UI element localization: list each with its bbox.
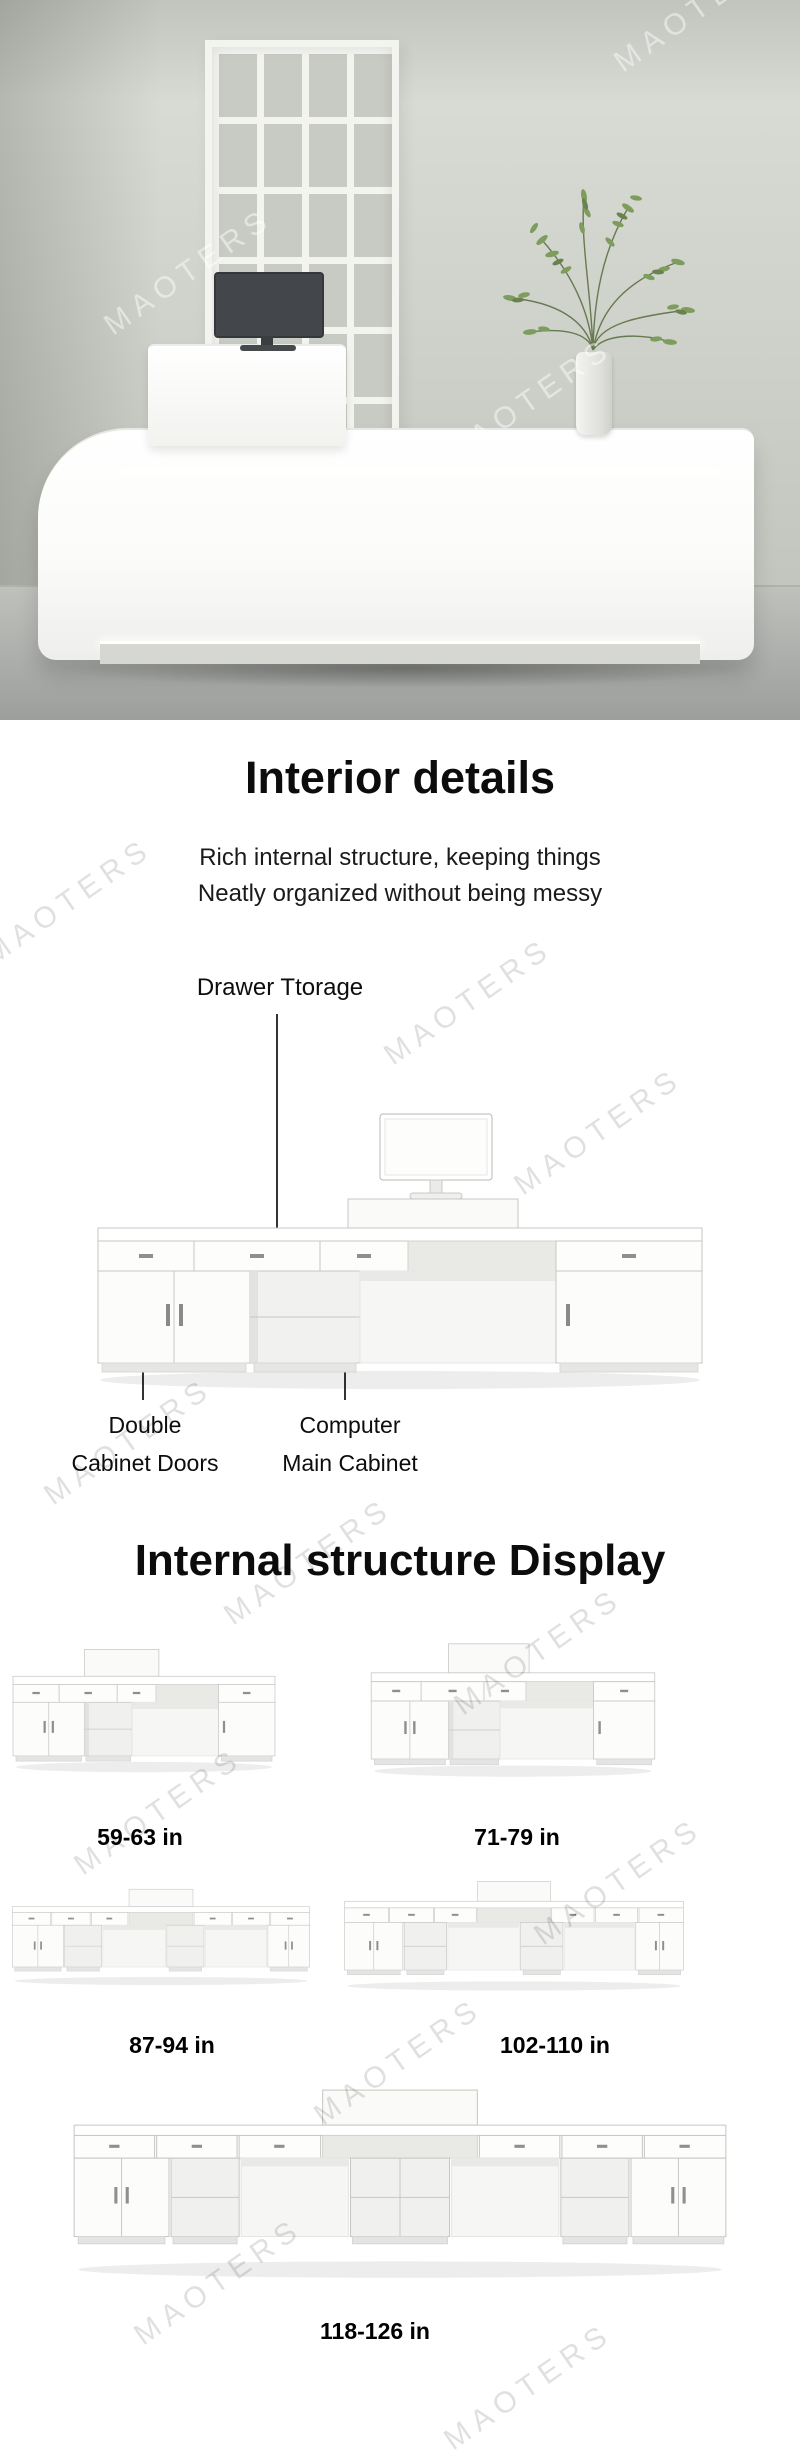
desk-counter-riser [148, 344, 346, 446]
variant-thumb-71-79 [368, 1642, 658, 1781]
variant-thumb-87-94 [10, 1888, 312, 1988]
callout-doors-line-1: Double [108, 1412, 182, 1438]
plinth-led-strip [100, 641, 700, 645]
variant-size-label: 71-79 in [474, 1824, 560, 1850]
internal-structure-title: Internal structure Display [134, 1536, 666, 1585]
diagram-drawers [97, 1240, 703, 1272]
callout-line-drawer [276, 1014, 278, 1246]
variant-size-label: 102-110 in [500, 2032, 610, 2058]
interior-details-subtitle: Rich internal structure, keeping things … [0, 840, 800, 912]
subtitle-line-1: Rich internal structure, keeping things [199, 844, 601, 871]
callout-drawer-storage: Drawer Ttorage [196, 974, 364, 1001]
plant-leaves [503, 189, 695, 345]
diagram-monitor [379, 1113, 493, 1200]
watermark: MAOTERS [378, 931, 559, 1072]
desk-plinth [100, 644, 700, 664]
subtitle-line-2: Neatly organized without being messy [197, 880, 603, 907]
plant [503, 189, 695, 351]
variant-thumb-102-110 [342, 1880, 686, 1994]
variant-size-label: 118-126 in [320, 2318, 430, 2344]
callout-computer-line-1: Computer [299, 1412, 401, 1438]
callout-double-cabinet-doors: Double Cabinet Doors [40, 1406, 250, 1482]
variant-size-label: 87-94 in [129, 2032, 215, 2058]
variant-thumb-118-126 [70, 2088, 730, 2284]
desk-diagram [97, 1113, 703, 1389]
monitor [214, 272, 324, 338]
diagram-cabinets [97, 1270, 703, 1364]
callout-doors-line-2: Cabinet Doors [71, 1450, 219, 1476]
interior-details-title: Interior details [244, 752, 556, 803]
plant-leaves-dark [512, 198, 687, 315]
diagram-riser [347, 1198, 519, 1229]
reception-desk [38, 428, 754, 660]
callout-computer-line-2: Main Cabinet [282, 1450, 418, 1476]
monitor-base [240, 345, 296, 351]
vase [576, 352, 612, 435]
callout-computer-main-cabinet: Computer Main Cabinet [240, 1406, 460, 1482]
diagram-plinths [101, 1362, 699, 1373]
diagram-countertop [97, 1227, 703, 1242]
variant-thumb-59-63 [10, 1648, 278, 1776]
hero-photo [0, 0, 800, 720]
desk-led-strip [120, 470, 720, 474]
monitor-stand [261, 336, 273, 346]
variant-size-label: 59-63 in [97, 1824, 183, 1850]
